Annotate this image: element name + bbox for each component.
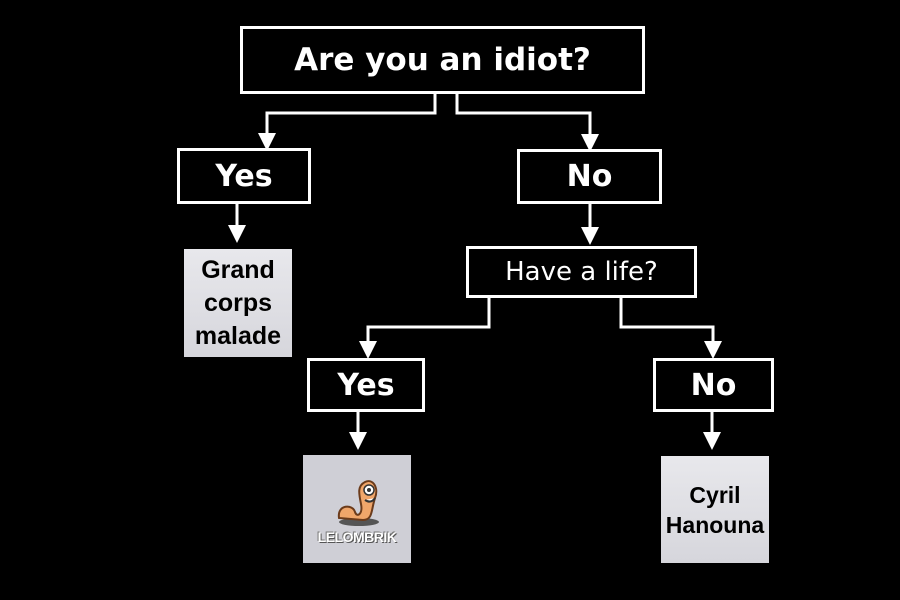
result-lelombrik-logo: LELOMBRIK	[303, 455, 411, 563]
answer-yes-1: Yes	[177, 148, 311, 204]
arrow-q1-no	[455, 93, 599, 152]
result-grand-corps-malade: Grand corps malade	[184, 249, 292, 357]
question-have-life: Have a life?	[466, 246, 697, 298]
arrow-q2-no	[619, 297, 722, 359]
result-cyril-hanouna: Cyril Hanouna	[661, 456, 769, 563]
answer-no-2: No	[653, 358, 774, 412]
question-idiot: Are you an idiot?	[240, 26, 645, 94]
arrow-q2-yes	[359, 297, 491, 359]
answer-yes-2: Yes	[307, 358, 425, 412]
arrow-q1-yes	[258, 93, 437, 151]
lelombrik-label: LELOMBRIK	[317, 528, 397, 545]
answer-no-1: No	[517, 149, 662, 204]
worm-mascot-icon	[337, 479, 379, 526]
